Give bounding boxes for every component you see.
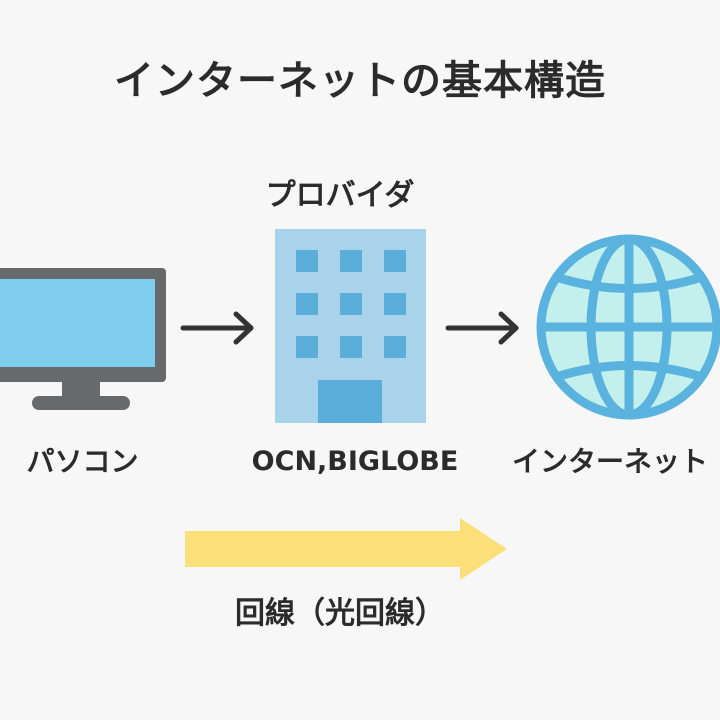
internet-label: インターネット	[511, 445, 708, 478]
isp-label: OCN,BIGLOBE	[251, 446, 459, 477]
line-arrow	[185, 518, 507, 580]
arrow-isp-to-internet	[445, 311, 519, 345]
building-icon	[275, 229, 426, 423]
provider-title: プロバイダ	[265, 178, 415, 213]
monitor-icon	[0, 268, 166, 410]
pc-label: パソコン	[26, 445, 139, 478]
diagram-title: インターネットの基本構造	[114, 58, 606, 104]
arrow-pc-to-isp	[180, 311, 254, 345]
line-label: 回線（光回線）	[235, 596, 445, 631]
globe-icon	[536, 234, 720, 420]
